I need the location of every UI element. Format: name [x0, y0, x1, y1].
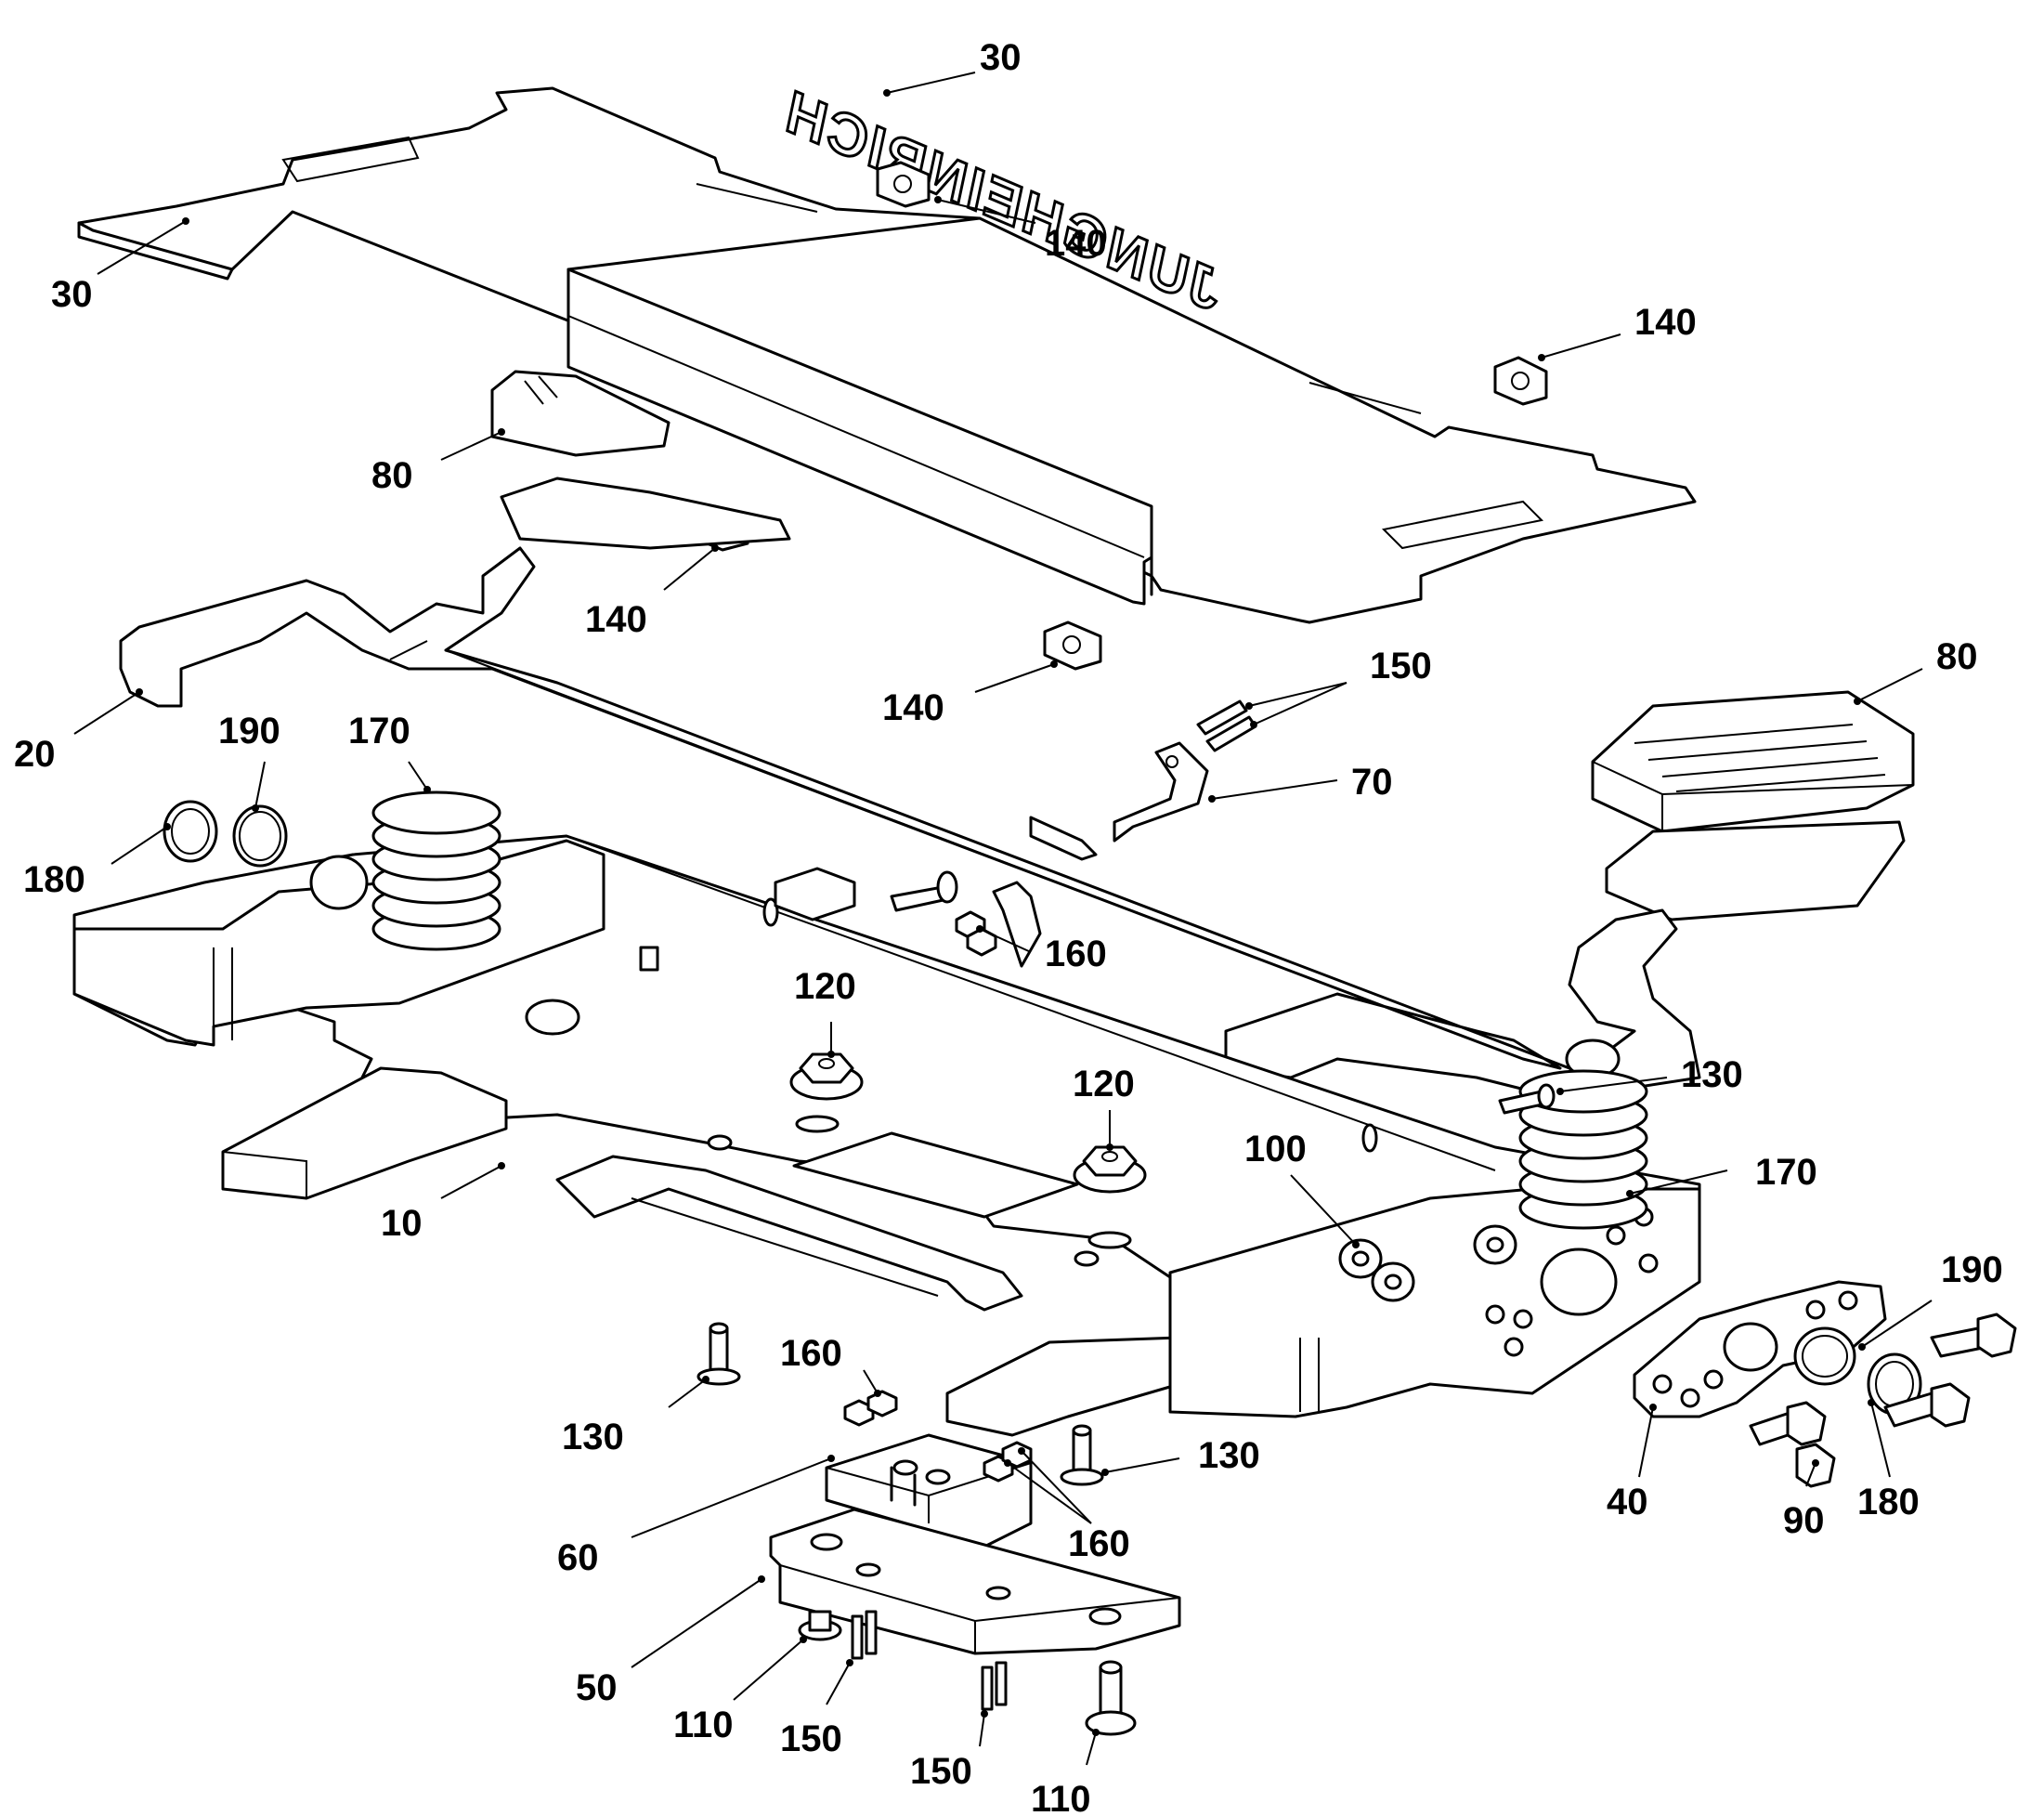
callout-180-right: 180	[1857, 1482, 1920, 1522]
callout-100: 100	[1244, 1129, 1307, 1169]
callout-70: 70	[1351, 762, 1393, 803]
callout-140-top: 140	[1045, 223, 1107, 264]
callout-20: 20	[14, 734, 56, 775]
part-110-bolt-left	[798, 1610, 842, 1641]
part-130-pin-upper	[890, 870, 958, 912]
callout-140-mid: 140	[585, 599, 647, 640]
callout-10: 10	[381, 1203, 423, 1244]
part-90-bolts	[1749, 1313, 2017, 1488]
callout-80-left: 80	[371, 455, 413, 496]
part-80-pad-left	[490, 370, 791, 550]
callout-130-right: 130	[1681, 1054, 1743, 1095]
part-130-pin-right	[1498, 1083, 1556, 1115]
callout-120-a: 120	[794, 966, 856, 1007]
part-40-flange-plate	[1633, 1280, 1887, 1418]
callout-150-lower-a: 150	[780, 1718, 842, 1759]
part-30-top-cover	[77, 86, 1697, 624]
callout-110-left: 110	[673, 1705, 734, 1745]
callout-140-lower: 140	[882, 687, 944, 728]
callout-110-right: 110	[1031, 1779, 1091, 1816]
callout-190-right: 190	[1941, 1249, 2003, 1290]
callout-30-left: 30	[51, 274, 93, 315]
callout-80-right: 80	[1936, 636, 1978, 677]
callout-190-left: 190	[218, 711, 280, 751]
part-120-nut-a	[789, 1052, 864, 1101]
cage-nut-140-a	[876, 161, 931, 208]
part-20-pedal-arm	[119, 546, 1701, 1098]
part-180-ring-left	[163, 800, 218, 863]
callout-140-right: 140	[1634, 302, 1697, 343]
leader-lines	[73, 72, 1933, 1766]
callout-130-lower-right: 130	[1198, 1435, 1260, 1476]
cage-nut-140-b	[1493, 356, 1548, 406]
part-150-screws-lower	[851, 1610, 1008, 1711]
callout-30-top: 30	[980, 37, 1022, 78]
callout-160-upper: 160	[1045, 934, 1107, 974]
part-100-bushings	[1338, 1224, 1517, 1302]
part-160-nuts-lower	[843, 1390, 898, 1427]
callout-50: 50	[576, 1667, 618, 1708]
part-150-pins-top	[1196, 699, 1257, 752]
callout-150-lower-b: 150	[910, 1751, 972, 1792]
part-170-spring-left	[371, 790, 501, 951]
part-130-pin-lower-left	[697, 1322, 741, 1386]
part-130-pin-lower-right	[1060, 1424, 1104, 1486]
part-10-main-frame	[72, 834, 1701, 1437]
part-110-bolt-right	[1085, 1660, 1137, 1736]
callout-170-right: 170	[1755, 1152, 1817, 1193]
callout-180-left: 180	[23, 859, 85, 900]
cage-nut-140-d	[1043, 621, 1102, 671]
part-80-pad-right	[1591, 690, 1915, 921]
callout-150-top: 150	[1370, 646, 1432, 686]
part-70-bracket	[1029, 741, 1209, 861]
part-190-washer-left	[232, 804, 288, 868]
callout-labels: 30 30 140 140 140 140 80 80 150 70 20 19…	[14, 37, 2003, 1816]
callout-60: 60	[557, 1537, 599, 1578]
part-120-nut-b	[1073, 1145, 1147, 1194]
part-160-nut-upper	[955, 910, 997, 957]
callout-130-lower-left: 130	[562, 1417, 624, 1457]
callout-40: 40	[1607, 1482, 1648, 1522]
callout-160-switch: 160	[1068, 1523, 1130, 1564]
part-190-washer-right	[1793, 1326, 1856, 1386]
callout-120-b: 120	[1073, 1064, 1135, 1104]
callout-170-left: 170	[348, 711, 410, 751]
callout-90: 90	[1783, 1500, 1825, 1541]
callout-160-lower: 160	[780, 1333, 842, 1374]
